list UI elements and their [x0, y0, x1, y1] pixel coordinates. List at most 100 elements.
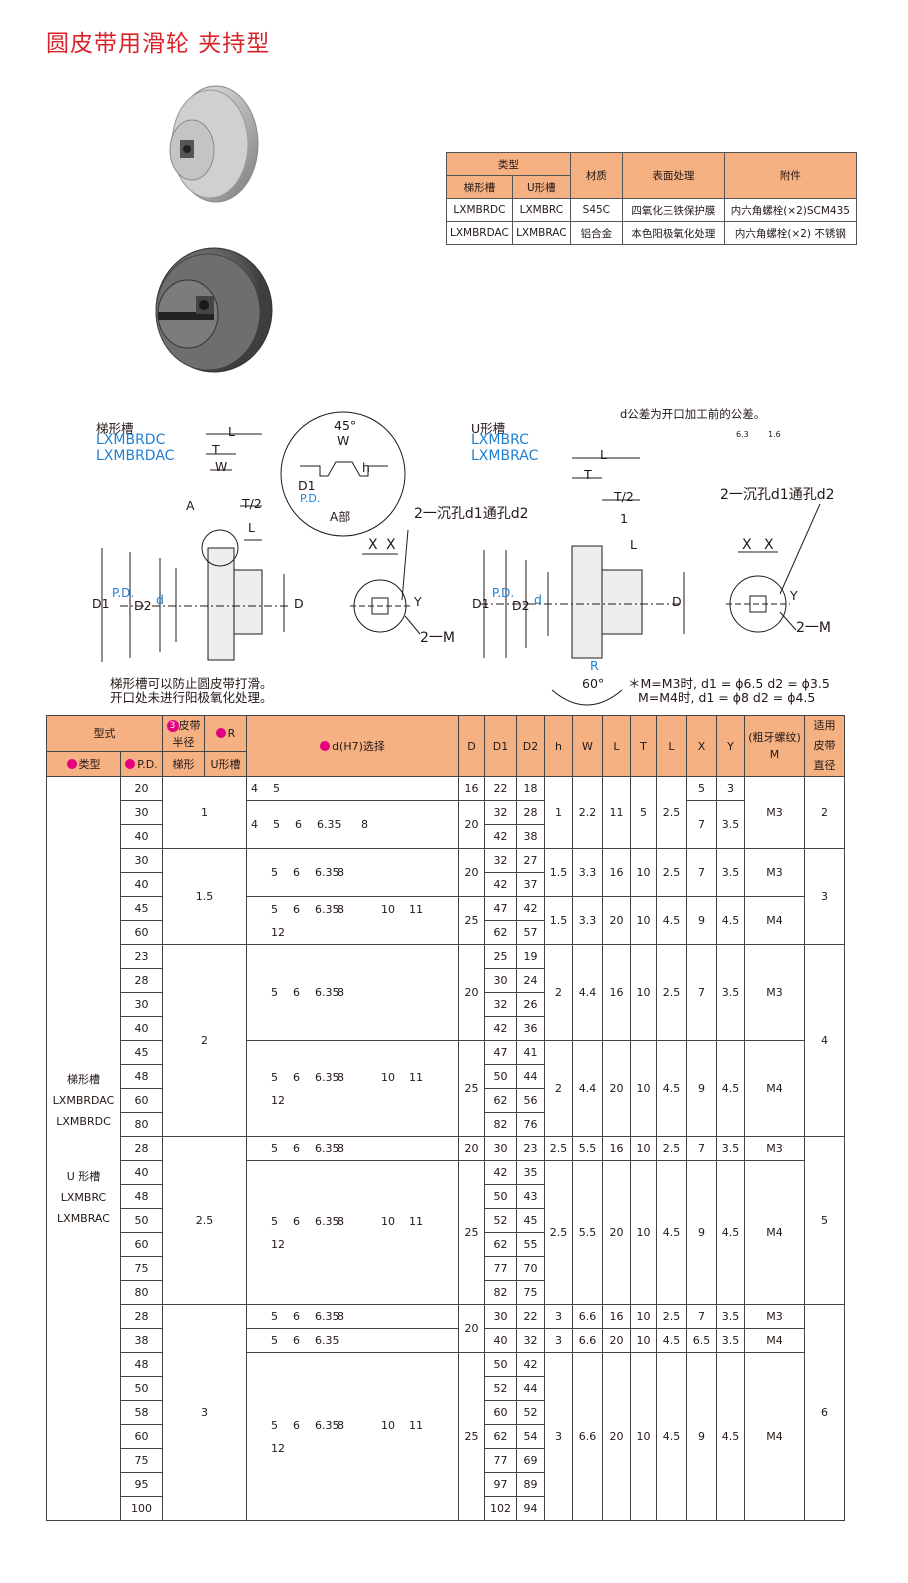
D1-cell: 50	[484, 1064, 517, 1089]
a-part-label: A部	[330, 510, 351, 524]
dim-D-right: D	[672, 594, 682, 609]
D1-cell: 97	[484, 1472, 517, 1497]
dim-L-left: L	[228, 424, 235, 439]
header-Y: Y	[716, 715, 745, 777]
trap-note-2: 开口处未进行阳极氧化处理。	[110, 690, 273, 705]
bore-option: 5	[271, 866, 278, 879]
M-cell: M3	[744, 776, 805, 849]
D2-cell: 36	[516, 1016, 545, 1041]
u-code-2: LXMBRAC	[471, 448, 539, 464]
M-cell: M3	[744, 1136, 805, 1161]
radius-cell: 3	[162, 1304, 247, 1521]
L2-cell: 4.5	[656, 1040, 687, 1137]
trap-pulley-rim	[207, 547, 235, 661]
m-label-left: 2一M	[420, 630, 455, 646]
X-cell: 9	[686, 1040, 717, 1137]
mat-cell: 铝合金	[569, 221, 623, 245]
header-fit1: 适用	[813, 719, 836, 732]
W-cell: 6.6	[572, 1328, 603, 1353]
L-cell: 20	[602, 896, 631, 945]
X-cell: 6.5	[686, 1328, 717, 1353]
D2-cell: 76	[516, 1112, 545, 1137]
Y-cell: 3.5	[716, 1136, 745, 1161]
pd-cell: 28	[120, 1136, 163, 1161]
Y-cell: 4.5	[716, 896, 745, 945]
T-cell: 10	[630, 1160, 657, 1305]
dim-X-left-1: X	[368, 537, 378, 553]
h-cell: 1.5	[544, 896, 573, 945]
header-u: U形槽	[204, 751, 247, 777]
D1-cell: 30	[484, 1136, 517, 1161]
L2-cell: 4.5	[656, 896, 687, 945]
pd-cell: 28	[120, 1304, 163, 1329]
bore-option: 8	[337, 1142, 344, 1155]
h-cell: 2	[544, 1040, 573, 1137]
D1-cell: 42	[484, 1160, 517, 1185]
D2-cell: 32	[516, 1328, 545, 1353]
header-M: (粗牙螺纹)M	[744, 715, 805, 777]
header-fit: 适用皮带直径	[804, 715, 845, 777]
table-row: LXMBRDAC LXMBRAC 铝合金 本色阳极氧化处理 内六角螺栓(×2) …	[446, 221, 857, 245]
D1-cell: 62	[484, 920, 517, 945]
bore-option: 11	[409, 902, 423, 916]
L-cell: 20	[602, 1040, 631, 1137]
mat-u-header: U形槽	[511, 175, 571, 199]
dim-D-left: D	[294, 596, 304, 611]
Y-cell: 3.5	[716, 1328, 745, 1353]
D2-cell: 55	[516, 1232, 545, 1257]
D1-cell: 62	[484, 1424, 517, 1449]
W-cell: 4.4	[572, 944, 603, 1041]
pd-cell: 60	[120, 1232, 163, 1257]
pd-cell: 23	[120, 944, 163, 969]
L2-cell: 2.5	[656, 944, 687, 1041]
D1-cell: 50	[484, 1352, 517, 1377]
dim-T-left: T	[212, 442, 220, 457]
roughness-1: 6.3	[736, 430, 749, 439]
T-cell: 10	[630, 1136, 657, 1161]
header-M-line1: (粗牙螺纹)	[748, 731, 801, 744]
M-cell: M3	[744, 944, 805, 1041]
D2-cell: 44	[516, 1064, 545, 1089]
header-belt-text: 皮带	[178, 718, 201, 732]
header-d-select: d(H7)选择	[246, 715, 459, 777]
pd-cell: 48	[120, 1184, 163, 1209]
X-cell: 7	[686, 1136, 717, 1161]
D2-cell: 23	[516, 1136, 545, 1161]
dim-T2-left: T/2	[242, 496, 262, 511]
mat-cell: 内六角螺栓(×2) 不锈钢	[723, 221, 857, 245]
mat-type-header: 类型	[446, 152, 571, 176]
fit-cell: 3	[804, 848, 845, 945]
bore-option: 6.35	[317, 818, 342, 831]
bore-option: 6.35	[315, 902, 340, 916]
bore-option: 8	[337, 986, 344, 999]
D2-cell: 43	[516, 1184, 545, 1209]
type-u-code-1: LXMBRC	[60, 1191, 107, 1204]
h-cell: 1.5	[544, 848, 573, 897]
header-L2: L	[656, 715, 687, 777]
pd-cell: 75	[120, 1256, 163, 1281]
L-cell: 16	[602, 848, 631, 897]
L-cell: 16	[602, 944, 631, 1041]
h-cell: 3	[544, 1304, 573, 1329]
L-cell: 20	[602, 1328, 631, 1353]
header-fit2: 皮带	[813, 739, 836, 752]
bore-option: 5	[273, 782, 280, 795]
pd-cell: 50	[120, 1208, 163, 1233]
header-L: L	[602, 715, 631, 777]
D2-cell: 56	[516, 1088, 545, 1113]
bore-option: 6.35	[315, 1310, 340, 1323]
bore-option: 5	[271, 1418, 278, 1432]
u-title: U形槽	[471, 421, 506, 436]
header-W: W	[572, 715, 603, 777]
badge-dot-icon	[215, 728, 226, 739]
